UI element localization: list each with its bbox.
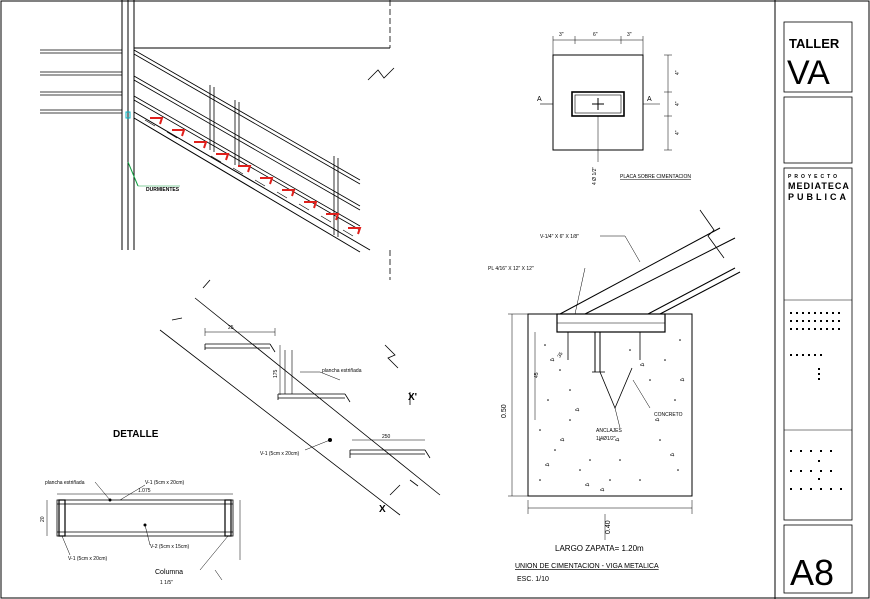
foundation-section bbox=[508, 209, 741, 540]
foundation-concrete: CONCRETO bbox=[654, 412, 683, 418]
plate-dim-side-3: 4" bbox=[675, 130, 681, 135]
plan-side-dim: 20 bbox=[40, 516, 46, 522]
stair-detail bbox=[159, 279, 441, 516]
foundation-scale: ESC. 1/10 bbox=[517, 576, 549, 583]
base-plate bbox=[540, 36, 672, 162]
plate-caption: PLACA SOBRE CIMENTACION bbox=[620, 174, 691, 180]
plan-column-dim: 1 1/5" bbox=[160, 580, 173, 586]
foundation-plate-label: PL 4/16" X 12" X 12" bbox=[488, 266, 534, 272]
sheet-number: A8 bbox=[790, 552, 834, 593]
foundation-caption: UNION DE CIMENTACION - VIGA METALICA bbox=[515, 563, 659, 570]
project-label: PROYECTO bbox=[788, 174, 840, 180]
stair-note: DURMIENTES bbox=[146, 187, 180, 193]
stair-elevation bbox=[40, 0, 395, 280]
detail-plate-label: plancha estriñada bbox=[322, 368, 362, 374]
plan-plate-label: plancha estriñada bbox=[45, 480, 85, 486]
plate-cut-right: A bbox=[647, 96, 652, 103]
detail-cut-upper: X' bbox=[408, 392, 417, 403]
detail-dim-tread: 25 bbox=[228, 325, 234, 331]
plan-dim-length: 1.075 bbox=[138, 488, 151, 494]
detail-dim-250: 250 bbox=[382, 434, 391, 440]
plate-dim-side-1: 4" bbox=[675, 70, 681, 75]
foundation-width: 0.40 bbox=[605, 520, 612, 534]
foundation-beam-label: V-1/4" X 6" X 1/8" bbox=[540, 234, 579, 240]
foundation-height: 0.50 bbox=[501, 404, 508, 418]
foundation-depth-45: 45 bbox=[534, 372, 540, 378]
detail-cut-lower: X bbox=[379, 504, 386, 515]
plate-cut-left: A bbox=[537, 96, 542, 103]
plate-dim-top-3: 3" bbox=[627, 32, 632, 38]
project-name-2: PUBLICA bbox=[788, 192, 849, 202]
plan-detail bbox=[46, 481, 241, 581]
foundation-depth-35: 35 bbox=[557, 351, 565, 359]
plate-anchor-label: 4 Ø 1/2" bbox=[592, 167, 598, 185]
detail-dim-riser: 175 bbox=[273, 369, 279, 378]
plan-v1-top: V-1 (5cm x 20cm) bbox=[145, 480, 185, 486]
title-block bbox=[774, 0, 853, 599]
project-name-1: MEDIATECA bbox=[788, 181, 850, 191]
plan-v2: V-2 (5cm x 15cm) bbox=[150, 544, 190, 550]
detail-beam-label: V-1 (5cm x 20cm) bbox=[260, 451, 300, 457]
plan-v1-bottom: V-1 (5cm x 20cm) bbox=[68, 556, 108, 562]
foundation-anchors-2: 1/4Ø1/2" bbox=[596, 436, 616, 442]
plan-column: Columna bbox=[155, 569, 183, 576]
foundation-zapata: LARGO ZAPATA= 1.20m bbox=[555, 544, 644, 553]
detail-title: DETALLE bbox=[113, 429, 159, 440]
plate-dim-top-1: 3" bbox=[559, 32, 564, 38]
brand-top: TALLER bbox=[789, 36, 840, 51]
plate-dim-side-2: 4" bbox=[675, 101, 681, 106]
brand-bottom: VA bbox=[787, 54, 830, 92]
foundation-anchors-1: ANCLAJES bbox=[596, 428, 623, 434]
plate-dim-top-2: 6" bbox=[593, 32, 598, 38]
